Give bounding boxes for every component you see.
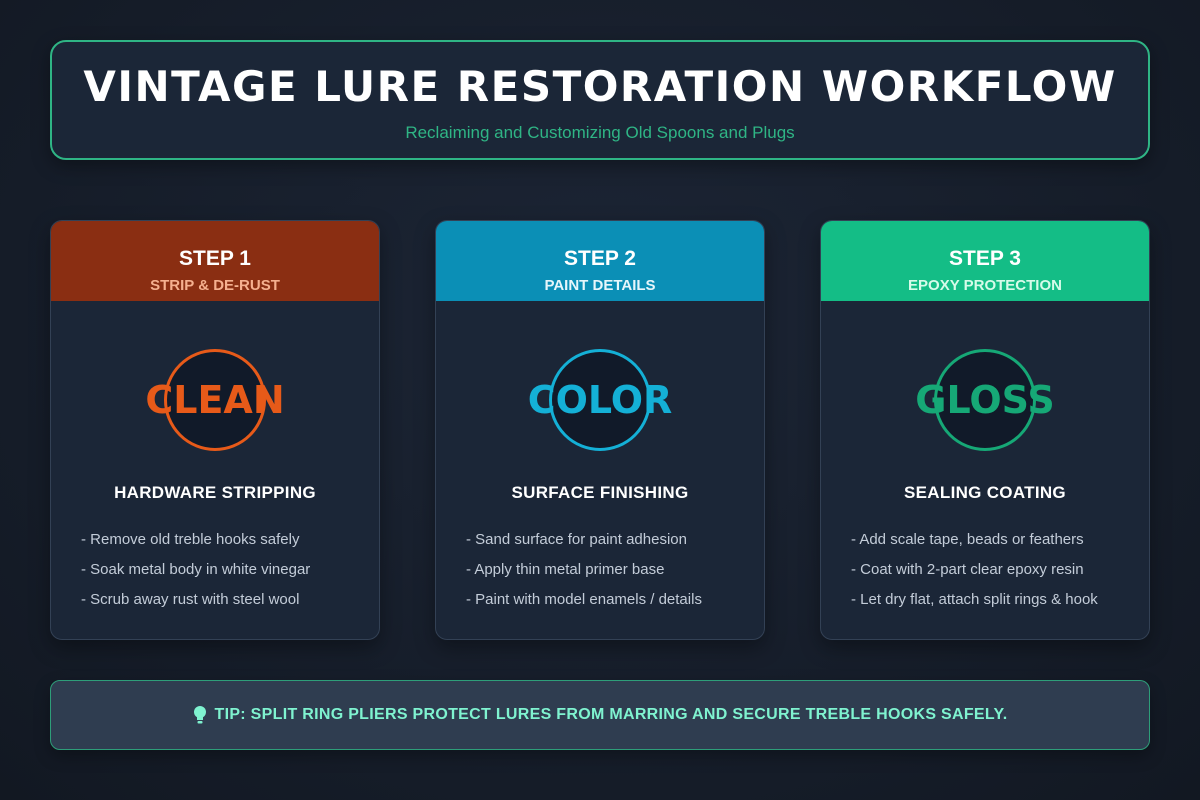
step-card-header: STEP 1 STRIP & DE-RUST bbox=[51, 221, 379, 301]
step-card-2: STEP 2 PAINT DETAILS COLOR SURFACE FINIS… bbox=[435, 220, 765, 640]
step-emblem-circle: GLOSS bbox=[915, 349, 1055, 451]
list-item: - Coat with 2-part clear epoxy resin bbox=[851, 561, 1084, 578]
list-item: - Add scale tape, beads or feathers bbox=[851, 531, 1084, 548]
step-heading: SURFACE FINISHING bbox=[511, 483, 689, 502]
list-item: - Sand surface for paint adhesion bbox=[466, 531, 687, 548]
step-instructions-list: - Sand surface for paint adhesion - Appl… bbox=[466, 525, 764, 615]
list-item: - Remove old treble hooks safely bbox=[81, 531, 300, 548]
step-card-header: STEP 2 PAINT DETAILS bbox=[436, 221, 764, 301]
list-item: - Let dry flat, attach split rings & hoo… bbox=[851, 591, 1098, 608]
tip-banner: TIP: SPLIT RING PLIERS PROTECT LURES FRO… bbox=[50, 680, 1150, 750]
lightbulb-icon bbox=[193, 706, 206, 724]
step-heading: HARDWARE STRIPPING bbox=[114, 483, 316, 502]
step-number: STEP 2 bbox=[564, 247, 636, 270]
list-item: - Soak metal body in white vinegar bbox=[81, 561, 311, 578]
list-item: - Paint with model enamels / details bbox=[466, 591, 702, 608]
step-heading: SEALING COATING bbox=[904, 483, 1066, 502]
step-subtitle: PAINT DETAILS bbox=[544, 277, 656, 294]
step-card-1: STEP 1 STRIP & DE-RUST CLEAN HARDWARE ST… bbox=[50, 220, 380, 640]
page-subtitle: Reclaiming and Customizing Old Spoons an… bbox=[405, 123, 795, 142]
step-number: STEP 3 bbox=[949, 247, 1021, 270]
step-number: STEP 1 bbox=[179, 247, 251, 270]
step-emblem-circle: CLEAN bbox=[145, 349, 285, 451]
step-emblem-word: COLOR bbox=[527, 378, 673, 422]
step-instructions-list: - Remove old treble hooks safely - Soak … bbox=[81, 525, 379, 615]
step-instructions-list: - Add scale tape, beads or feathers - Co… bbox=[851, 525, 1149, 615]
tip-text: TIP: SPLIT RING PLIERS PROTECT LURES FRO… bbox=[214, 706, 1008, 723]
step-emblem-circle: COLOR bbox=[528, 349, 672, 451]
title-banner: VINTAGE LURE RESTORATION WORKFLOW Reclai… bbox=[50, 40, 1150, 160]
step-card-3: STEP 3 EPOXY PROTECTION GLOSS SEALING CO… bbox=[820, 220, 1150, 640]
page-title: VINTAGE LURE RESTORATION WORKFLOW bbox=[83, 62, 1117, 111]
step-emblem-word: CLEAN bbox=[145, 378, 285, 422]
step-card-header: STEP 3 EPOXY PROTECTION bbox=[821, 221, 1149, 301]
step-subtitle: EPOXY PROTECTION bbox=[908, 277, 1062, 294]
step-emblem-word: GLOSS bbox=[915, 378, 1055, 422]
step-subtitle: STRIP & DE-RUST bbox=[150, 277, 280, 294]
list-item: - Scrub away rust with steel wool bbox=[81, 591, 300, 608]
list-item: - Apply thin metal primer base bbox=[466, 561, 665, 578]
